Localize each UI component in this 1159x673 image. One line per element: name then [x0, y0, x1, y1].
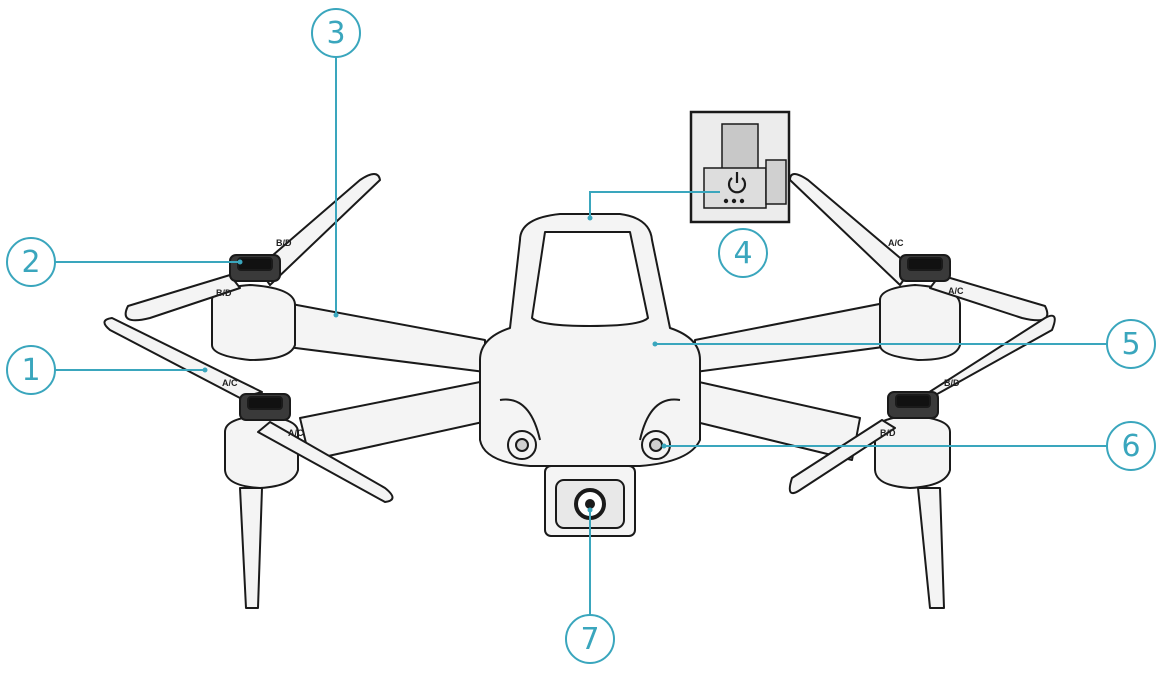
callout-6: 6: [1106, 421, 1156, 471]
rear-right-motor: [879, 284, 961, 361]
front-right-prop-a: [904, 314, 1056, 413]
label-rear-left-bottom: A/C: [288, 428, 304, 438]
callout-5: 5: [1106, 319, 1156, 369]
rear-right-arm: [694, 299, 901, 373]
label-front-right-top: A/C: [888, 238, 904, 248]
rear-left-prop-b: [124, 274, 241, 322]
rear-left-arm: [269, 299, 486, 373]
drone-top-panel: [531, 231, 649, 327]
callout-4: 4: [718, 228, 768, 278]
callout-3: 3: [311, 8, 361, 58]
callout-2: 2: [6, 237, 56, 287]
front-left-arm: [299, 379, 493, 461]
front-left-motor: [224, 415, 299, 489]
front-right-leg: [917, 487, 945, 609]
label-front-right-bottom: A/C: [948, 286, 964, 296]
front-left-prop-a: [103, 317, 263, 399]
power-icon: [727, 172, 747, 194]
front-left-leg: [239, 487, 263, 609]
front-right-prop-b: [788, 419, 896, 494]
power-button-inset: [689, 110, 791, 224]
label-front-left-top: B/D: [276, 238, 292, 248]
front-right-arm: [687, 379, 861, 461]
rear-right-prop-a: [789, 173, 913, 286]
leader-4: [589, 191, 720, 218]
drone-shell: [479, 213, 701, 467]
callout-7: 7: [565, 614, 615, 664]
label-front-left-bottom: B/D: [216, 288, 232, 298]
front-left-prop-b: [257, 421, 394, 503]
label-rear-right-top: B/D: [944, 378, 960, 388]
label-rear-right-bottom: B/D: [880, 428, 896, 438]
callout-1: 1: [6, 345, 56, 395]
rear-left-prop-a: [257, 173, 381, 286]
label-rear-left-top: A/C: [222, 378, 238, 388]
